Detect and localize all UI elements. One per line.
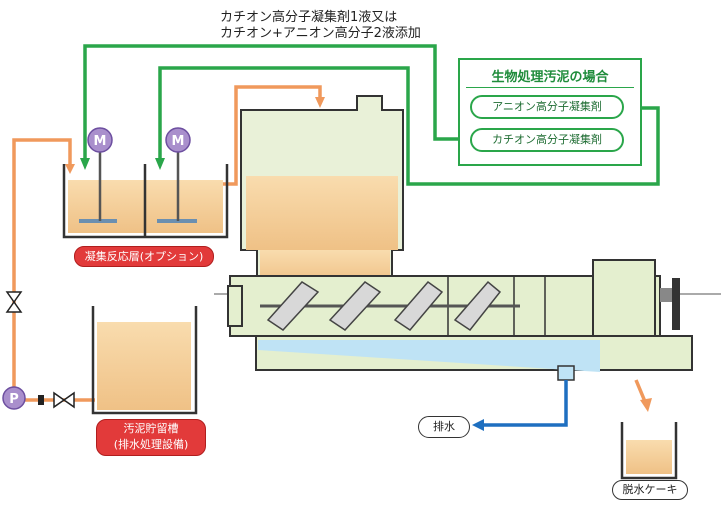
chemical-dosing-note: カチオン高分子凝集剤1液又は カチオン+アニオン高分子2液添加 — [220, 10, 421, 42]
feed-arrowhead — [315, 97, 325, 108]
mixer-motor-1[interactable]: M — [87, 127, 113, 153]
reaction-tank-label: 凝集反応層(オプション) — [74, 246, 214, 267]
pump-coupling — [38, 395, 44, 405]
agitator-blade-1 — [79, 219, 117, 223]
mixer-motor-2[interactable]: M — [165, 127, 191, 153]
cake-discharge — [620, 379, 678, 480]
pump-symbol: P — [9, 392, 19, 407]
sludge-storage-tank — [91, 306, 198, 415]
cation-flocculant-pill: カチオン高分子凝集剤 — [470, 128, 624, 152]
drive-wheel — [672, 278, 680, 330]
sludge-supply-pipe — [12, 138, 95, 402]
cake-label: 脱水ケーキ — [612, 480, 688, 500]
cation-feed-line — [83, 44, 459, 160]
anion-flocculant-pill: アニオン高分子凝集剤 — [470, 95, 624, 119]
motor-symbol-1: M — [94, 134, 107, 149]
anion-feed-arrowhead — [155, 158, 165, 170]
storage-tank-label-line2: (排水処理設備) — [113, 438, 189, 451]
storage-tank-label: 汚泥貯留槽 (排水処理設備) — [96, 419, 206, 456]
anion-feed-line — [158, 66, 660, 186]
motor-symbol-2: M — [172, 134, 185, 149]
chemical-note-line1: カチオン高分子凝集剤1液又は — [220, 10, 398, 25]
chemical-feed-lines — [83, 44, 660, 186]
reactor-to-dewaterer-pipe — [223, 85, 322, 186]
supply-valve-2[interactable] — [53, 391, 75, 409]
cation-feed-arrowhead — [80, 158, 90, 170]
bio-treatment-divider — [466, 87, 634, 88]
screw-press — [227, 95, 693, 381]
storage-tank-label-line1: 汚泥貯留槽 — [123, 422, 179, 435]
chemical-note-line2: カチオン+アニオン高分子2液添加 — [220, 26, 421, 41]
bio-treatment-title: 生物処理汚泥の場合 — [491, 70, 609, 85]
reaction-tank — [62, 150, 229, 239]
supply-arrowhead — [65, 164, 75, 174]
drain-label: 排水 — [418, 416, 470, 438]
drain-pipe — [472, 380, 568, 431]
sludge-pump[interactable]: P — [2, 386, 26, 410]
supply-valve-1[interactable] — [5, 291, 23, 313]
screw-flights — [266, 280, 502, 332]
